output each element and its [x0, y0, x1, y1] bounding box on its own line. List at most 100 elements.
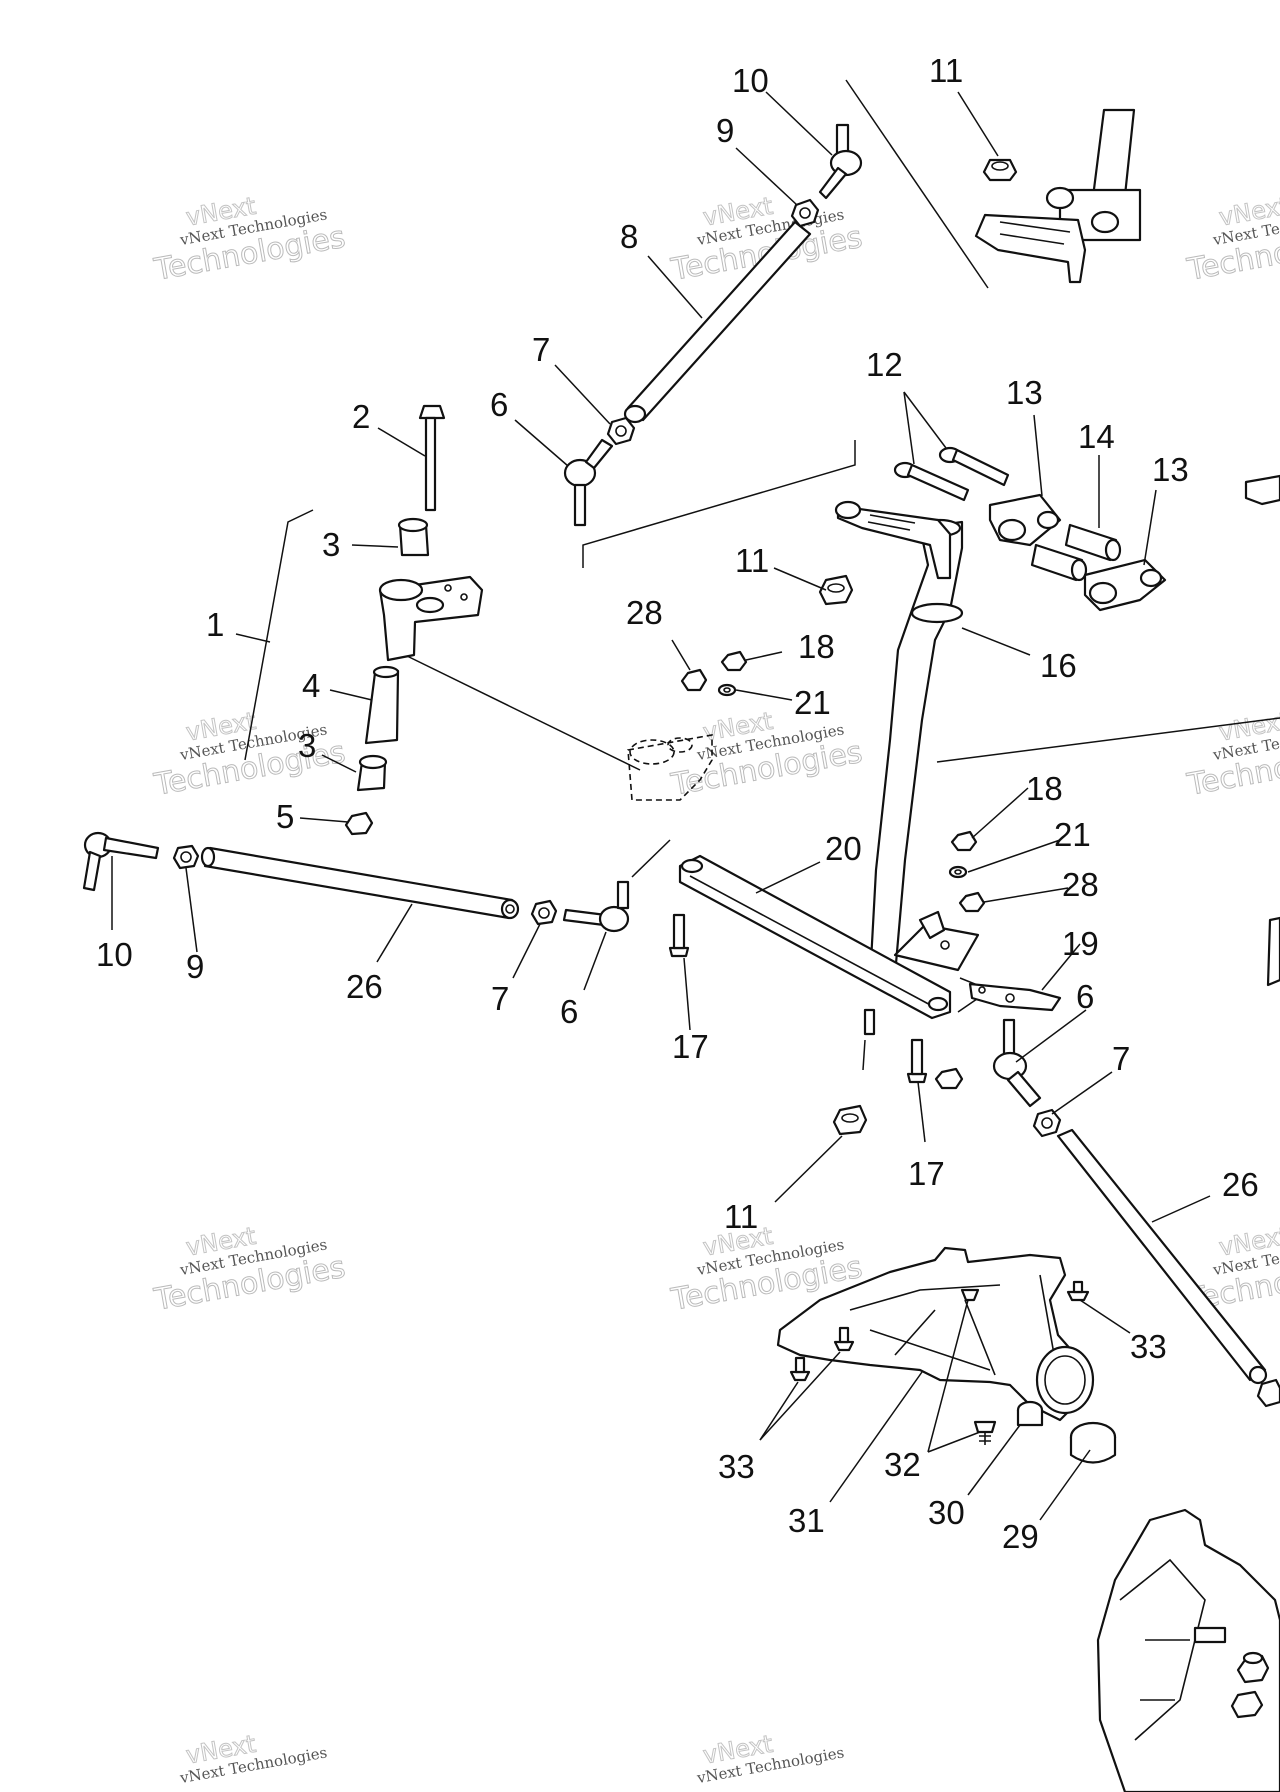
- callout-11: 11: [735, 542, 769, 579]
- guide-line: [582, 440, 856, 568]
- callout-17: 17: [672, 1028, 709, 1065]
- callout-32: 32: [884, 1446, 921, 1483]
- callout-3: 3: [298, 727, 316, 764]
- nut-5: [344, 811, 374, 836]
- tie-rod-26-left: [200, 846, 520, 920]
- partial-bracket-right-edge: [1244, 474, 1280, 506]
- nut-18-lower: [950, 830, 978, 852]
- callout-30: 30: [928, 1494, 965, 1531]
- guide-line: [404, 654, 641, 771]
- clamp-13-lower: [1083, 558, 1167, 612]
- guide-line: [936, 717, 1280, 763]
- callout-29: 29: [1002, 1518, 1039, 1555]
- watermark: vNext vNext Technologies Technologies: [151, 706, 349, 803]
- nut-11-bottom: [832, 1104, 868, 1136]
- guide-line: [862, 1039, 866, 1071]
- washer-21-lower: [948, 865, 968, 879]
- callout-33: 33: [1130, 1328, 1167, 1365]
- nut-18-upper: [720, 650, 748, 672]
- callout-12: 12: [866, 346, 903, 383]
- parts: [82, 108, 1280, 1792]
- nut-11-top: [982, 158, 1018, 182]
- tie-rod-end-6-right: [992, 1018, 1042, 1108]
- watermark: vNext vNext Technologies Technologies: [151, 191, 349, 288]
- callout-1: 1: [206, 606, 224, 643]
- callout-11: 11: [929, 52, 963, 89]
- jam-nut-9-left: [172, 844, 200, 870]
- callout-10: 10: [96, 936, 133, 973]
- bushing-3-top: [397, 517, 430, 557]
- washer-21-upper: [717, 683, 737, 697]
- tie-rod-end-6-upper: [563, 438, 614, 527]
- bolt-2: [418, 404, 446, 512]
- bolt-17-right: [906, 1038, 928, 1084]
- callout-14: 14: [1078, 418, 1115, 455]
- bolts-12: [893, 446, 1010, 502]
- jam-nut-7-upper: [606, 416, 636, 446]
- clamp-13-upper: [988, 493, 1062, 547]
- callout-7: 7: [1112, 1040, 1130, 1077]
- guide-line: [845, 79, 989, 289]
- tie-rod-end-6-left: [562, 880, 630, 933]
- callout-17: 17: [908, 1155, 945, 1192]
- screw-32: [960, 1288, 997, 1445]
- callout-6: 6: [560, 993, 578, 1030]
- callout-26: 26: [1222, 1166, 1259, 1203]
- pitman-arm-bracket: [378, 575, 484, 662]
- callout-13: 13: [1006, 374, 1043, 411]
- callout-20: 20: [825, 830, 862, 867]
- partial-part-right-edge: [1266, 916, 1280, 987]
- guide-line: [631, 839, 671, 878]
- jam-nut-9-top: [790, 198, 820, 228]
- callout-28: 28: [626, 594, 663, 631]
- callout-4: 4: [302, 667, 320, 704]
- callout-21: 21: [794, 684, 831, 721]
- grommet-30: [1016, 1400, 1044, 1427]
- callout-21: 21: [1054, 816, 1091, 853]
- steering-column-upper-housing: [974, 108, 1142, 284]
- callout-9: 9: [186, 948, 204, 985]
- guide-line: [244, 509, 314, 761]
- callout-26: 26: [346, 968, 383, 1005]
- cover-31: [776, 1246, 1095, 1422]
- sleeve-4: [364, 665, 400, 745]
- drag-link-20: [678, 854, 952, 1020]
- tie-rod-end-10-top: [818, 123, 863, 200]
- clips-33-left: [789, 1326, 855, 1382]
- frame-bottom-right: [1096, 1508, 1280, 1792]
- callout-6: 6: [490, 386, 508, 423]
- callout-13: 13: [1152, 451, 1189, 488]
- steering-shaft-housing-dashed: [627, 734, 713, 801]
- watermark: vNext vNext Technologies Technologies: [1184, 706, 1280, 803]
- bracket-19: [968, 982, 1062, 1012]
- nut-small-lower: [934, 1067, 964, 1090]
- cap-29: [1069, 1421, 1117, 1464]
- callout-9: 9: [716, 112, 734, 149]
- nut-28-upper: [680, 668, 708, 692]
- watermark: vNext vNext Technologies: [695, 1729, 846, 1787]
- callout-18: 18: [798, 628, 835, 665]
- callout-8: 8: [620, 218, 638, 255]
- assembly-guide-lines: [244, 79, 1280, 1071]
- callout-labels: 10 11 9 8 7 6 2 3 1 4 3 5 10 9 26 7 6 17…: [96, 52, 1259, 1555]
- jam-nut-7-left: [530, 899, 558, 926]
- nut-11-middle: [818, 574, 854, 606]
- callout-6: 6: [1076, 978, 1094, 1015]
- callout-33: 33: [718, 1448, 755, 1485]
- watermark: vNext vNext Technologies: [178, 1729, 329, 1787]
- callout-3: 3: [322, 526, 340, 563]
- bolt-17-left: [668, 913, 690, 958]
- jam-nut-7-right: [1032, 1108, 1062, 1138]
- callout-28: 28: [1062, 866, 1099, 903]
- callout-18: 18: [1026, 770, 1063, 807]
- callout-31: 31: [788, 1502, 825, 1539]
- callout-7: 7: [532, 331, 550, 368]
- callout-11: 11: [724, 1198, 758, 1235]
- jam-nut-right-edge: [1256, 1378, 1280, 1408]
- bracket-plate-right: [893, 910, 980, 972]
- callout-19: 19: [1062, 925, 1099, 962]
- tie-rod-end-10-left: [82, 831, 160, 892]
- callout-leaders: [111, 91, 1211, 1521]
- callout-10: 10: [732, 62, 769, 99]
